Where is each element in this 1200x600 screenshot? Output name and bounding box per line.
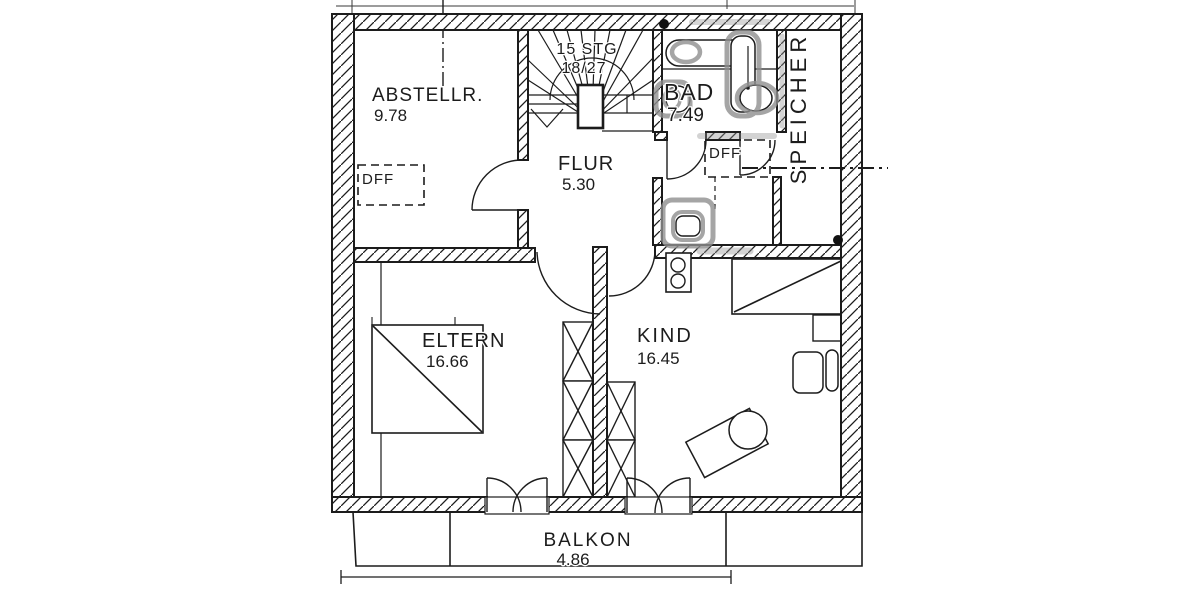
marker-tub-inner xyxy=(669,39,703,65)
roof-window-label-2: DFF xyxy=(709,145,741,162)
wall-eltern-top xyxy=(353,247,536,263)
stair-walk-line xyxy=(549,57,635,101)
wall-bottom-1 xyxy=(331,496,488,513)
wardrobe-kind xyxy=(606,381,636,498)
desk-chair-kind xyxy=(728,410,768,450)
wall-top xyxy=(331,13,861,31)
stair-label-line1: 15 STG xyxy=(556,41,617,58)
marker-toilet-anteroom-inner xyxy=(671,210,705,242)
wall-bad-bottom-1 xyxy=(654,131,668,141)
nightstand-kind xyxy=(812,314,842,342)
room-labels: ABSTELLR. 9.78 DFF 15 STG 18/27 FLUR 5.3… xyxy=(361,31,813,571)
sheet-edge-marks xyxy=(336,0,856,13)
door-eltern xyxy=(536,251,601,315)
room-area-bad: 7.49 xyxy=(667,105,704,126)
room-area-flur: 5.30 xyxy=(562,175,595,194)
staircase xyxy=(527,29,654,132)
walls xyxy=(331,13,863,513)
room-label-eltern: ELTERN xyxy=(422,330,505,352)
door-kind xyxy=(608,249,656,297)
balcony-door-eltern xyxy=(486,477,548,513)
door-abstellraum xyxy=(471,159,523,211)
stair-treads-straight xyxy=(528,94,653,132)
door-bad xyxy=(666,139,707,180)
room-label-kind: KIND xyxy=(637,325,693,347)
wall-bottom-3 xyxy=(689,496,863,513)
roof-window-label-1: DFF xyxy=(362,171,394,188)
bed-kind xyxy=(731,258,844,315)
marker-toilet-bad-bowl xyxy=(662,87,682,111)
marker-toilet-anteroom-outer xyxy=(660,197,716,249)
room-label-speicher: SPEICHER xyxy=(786,32,811,184)
kind-furniture xyxy=(606,258,844,498)
chimney xyxy=(665,252,692,293)
balcony-dimension-line xyxy=(340,570,732,584)
room-label-flur: FLUR xyxy=(558,153,614,175)
room-label-bad: BAD xyxy=(664,79,714,105)
room-label-abstellraum: ABSTELLR. xyxy=(372,85,483,106)
eltern-furniture xyxy=(371,317,594,498)
room-area-balkon: 4.86 xyxy=(556,550,589,569)
marker-toilet-bad xyxy=(653,79,693,119)
room-area-kind: 16.45 xyxy=(637,349,680,368)
room-label-balkon: BALKON xyxy=(543,530,632,551)
balcony-door-kind xyxy=(626,477,691,514)
marker-annotations xyxy=(653,19,785,255)
survey-dots xyxy=(659,19,843,245)
door-speicher xyxy=(739,139,776,176)
wall-speicher-left xyxy=(772,176,782,246)
roof-window-abstellraum xyxy=(357,164,425,206)
wall-bad-right xyxy=(776,29,787,133)
wall-partition-eltern-kind xyxy=(592,246,608,498)
stair-newel xyxy=(576,83,605,130)
wall-right xyxy=(840,13,863,513)
wall-abstellraum-right-lower xyxy=(517,209,529,249)
wall-bottom-2 xyxy=(546,496,628,513)
armchair-kind xyxy=(792,349,839,394)
balcony-outline xyxy=(352,511,863,567)
bed-eltern xyxy=(371,317,484,434)
doors xyxy=(471,139,776,514)
toilet-anteroom-bowl xyxy=(675,215,701,237)
desk-kind xyxy=(684,407,770,479)
marker-tub-vertical xyxy=(724,29,762,119)
wardrobe-eltern xyxy=(562,321,594,498)
marker-washbasin xyxy=(734,80,780,116)
stair-direction-arrow xyxy=(530,108,564,128)
room-area-abstellraum: 9.78 xyxy=(374,106,407,125)
roof-window-anteroom xyxy=(704,139,771,178)
wall-abstellraum-right-upper xyxy=(517,29,529,161)
stair-label-line2: 18/27 xyxy=(561,60,606,77)
roof-window-outlines xyxy=(357,139,771,210)
wall-left xyxy=(331,13,355,513)
room-area-eltern: 16.66 xyxy=(426,352,469,371)
